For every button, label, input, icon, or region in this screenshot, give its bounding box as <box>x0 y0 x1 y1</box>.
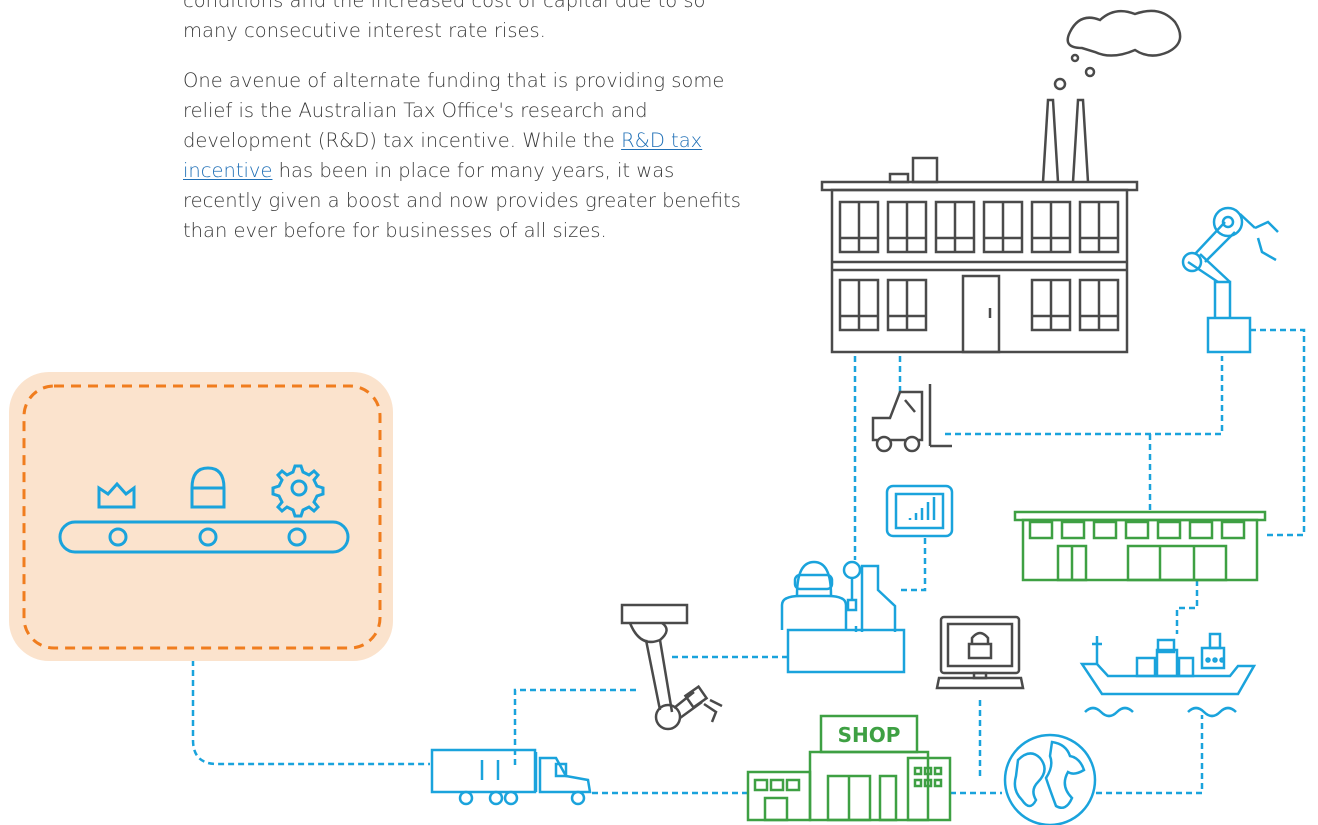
shop-icon <box>746 714 952 822</box>
globe-icon <box>1003 733 1097 825</box>
dashed-connectors <box>191 328 1306 795</box>
paragraph-2-start: One avenue of alternate funding that is … <box>183 69 725 152</box>
cargo-ship-icon <box>1079 632 1257 718</box>
paragraph-2: One avenue of alternate funding that is … <box>183 66 743 246</box>
truck-icon <box>430 748 592 806</box>
engineer-workstation-icon <box>780 560 906 674</box>
computer-lock-icon <box>935 615 1025 690</box>
robotic-arm-icon <box>620 603 723 731</box>
tablet-chart-icon <box>885 484 954 538</box>
conveyor-belt-icon <box>58 520 350 554</box>
forklift-icon <box>871 384 952 453</box>
gear-icon <box>271 464 325 518</box>
lock-icon <box>190 466 226 509</box>
rd-tax-incentive-link[interactable]: R&D tax incentive <box>183 129 703 182</box>
shop-sign-text: SHOP <box>838 723 901 747</box>
conveyor-panel <box>9 372 393 661</box>
paragraph-2-end: has been in place for many years, it was… <box>183 159 741 242</box>
paragraph-1: conditions and the increased cost of cap… <box>183 0 706 42</box>
factory-icon <box>820 9 1182 354</box>
warehouse-icon <box>1013 510 1267 582</box>
robot-arm-icon <box>1181 206 1279 354</box>
article-text: conditions and the increased cost of cap… <box>183 0 743 266</box>
crown-icon <box>97 481 136 509</box>
